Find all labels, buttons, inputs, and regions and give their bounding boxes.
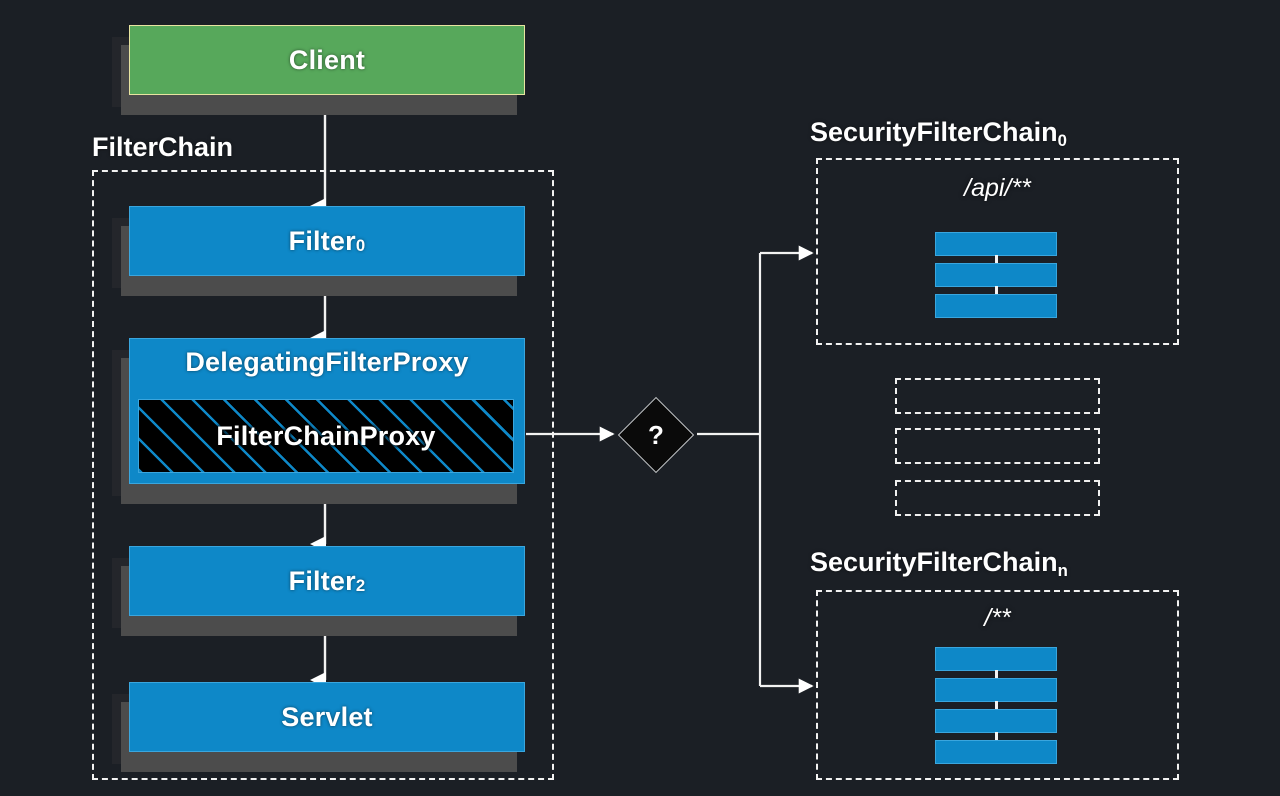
client-label: Client [288, 44, 366, 75]
securityfilterchain-n-title-text: SecurityFilterChain [810, 547, 1058, 577]
filter-chain-proxy-label: FilterChainProxy [216, 420, 436, 451]
securityfilterchain-0-filter-bar[interactable] [935, 294, 1057, 318]
delegating-filter-proxy-label: DelegatingFilterProxy [185, 347, 469, 377]
securityfilterchain-n-container: /** [816, 590, 1179, 780]
securityfilterchain-n-filter-bar[interactable] [935, 740, 1057, 764]
decision-label: ? [648, 420, 664, 450]
servlet-label-face: Servlet [129, 682, 525, 752]
filter-chain-proxy-node[interactable]: FilterChainProxy [138, 399, 514, 473]
decision-diamond[interactable]: ? [617, 396, 695, 474]
client-node[interactable]: Client [112, 25, 525, 115]
filterchain-container [92, 170, 554, 780]
securityfilterchain-0-title-text: SecurityFilterChain [810, 117, 1058, 147]
securityfilterchain-0-title: SecurityFilterChain0 [810, 117, 1067, 151]
securityfilterchain-n-subscript: n [1057, 561, 1068, 581]
delegating-filter-proxy-face: DelegatingFilterProxy FilterChainProxy [129, 338, 525, 484]
securityfilterchain-0-bar-link [995, 255, 998, 265]
securityfilterchain-0-subscript: 0 [1057, 131, 1067, 151]
placeholder-chain-slot [895, 378, 1100, 414]
securityfilterchain-n-filter-bar[interactable] [935, 709, 1057, 733]
securityfilterchain-0-container: /api/** [816, 158, 1179, 345]
securityfilterchain-n-bar-link [995, 732, 998, 742]
placeholder-chain-slot [895, 480, 1100, 516]
filter-2-label: Filter [288, 565, 356, 596]
securityfilterchain-n-bar-link [995, 670, 998, 680]
securityfilterchain-n-filter-bar[interactable] [935, 647, 1057, 671]
securityfilterchain-n-title: SecurityFilterChainn [810, 547, 1068, 581]
placeholder-chain-slot [895, 428, 1100, 464]
securityfilterchain-0-bar-link [995, 286, 998, 296]
filter-2-subscript: 2 [355, 576, 366, 596]
filter-0-label: Filter [288, 225, 356, 256]
filter-0-subscript: 0 [355, 236, 366, 256]
securityfilterchain-n-path: /** [984, 604, 1011, 632]
servlet-label: Servlet [281, 701, 373, 732]
securityfilterchain-0-path: /api/** [964, 174, 1031, 202]
securityfilterchain-0-filter-bar[interactable] [935, 232, 1057, 256]
securityfilterchain-n-bar-link [995, 701, 998, 711]
securityfilterchain-0-filter-bar[interactable] [935, 263, 1057, 287]
client-label-face: Client [129, 25, 525, 95]
filterchain-group-title: FilterChain [92, 132, 234, 162]
securityfilterchain-n-filter-bar[interactable] [935, 678, 1057, 702]
servlet-node[interactable]: Servlet [112, 682, 525, 772]
delegating-filter-proxy-node[interactable]: DelegatingFilterProxy FilterChainProxy [112, 338, 525, 504]
